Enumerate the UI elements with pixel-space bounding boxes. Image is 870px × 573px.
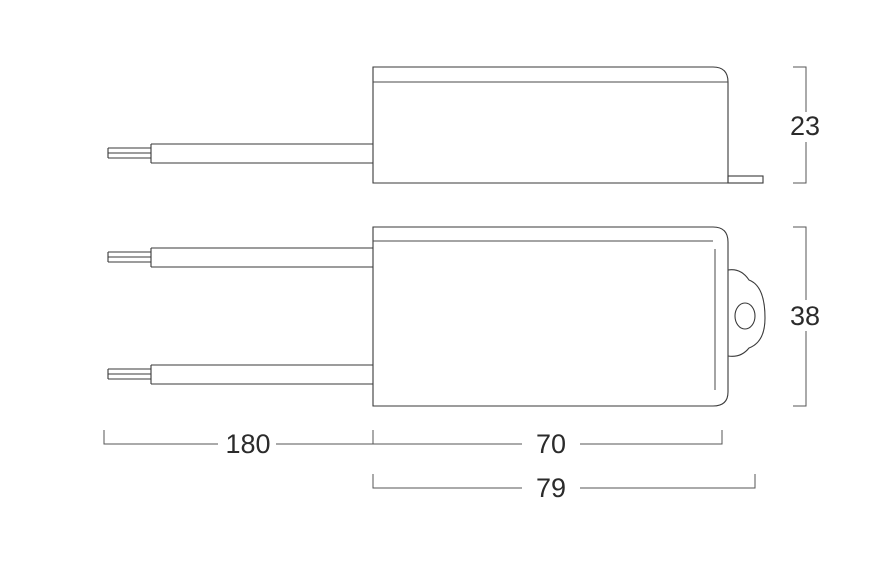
dimension-79-label: 79	[536, 473, 566, 503]
top-view-cable-lower	[107, 364, 373, 385]
side-view-mounting-tab	[727, 175, 764, 184]
top-view-mounting-ear	[727, 269, 766, 357]
side-view-cable	[107, 143, 373, 164]
dimension-23-label: 23	[790, 111, 820, 141]
top-view-cable-upper	[107, 247, 373, 268]
dimension-180-label: 180	[225, 429, 270, 459]
top-view	[107, 226, 766, 407]
dimension-overall-length: 79	[372, 473, 756, 503]
dimension-70-label: 70	[536, 429, 566, 459]
side-view	[107, 66, 764, 184]
mounting-hole-icon	[734, 302, 756, 330]
top-view-housing	[372, 226, 729, 407]
dimension-height-side: 23	[790, 66, 820, 184]
dimension-width-top: 38	[790, 226, 820, 407]
side-view-housing	[372, 66, 729, 184]
dimension-body-length: 70	[372, 429, 723, 459]
dimension-38-label: 38	[790, 301, 820, 331]
dimension-cable-length: 180	[103, 429, 373, 459]
